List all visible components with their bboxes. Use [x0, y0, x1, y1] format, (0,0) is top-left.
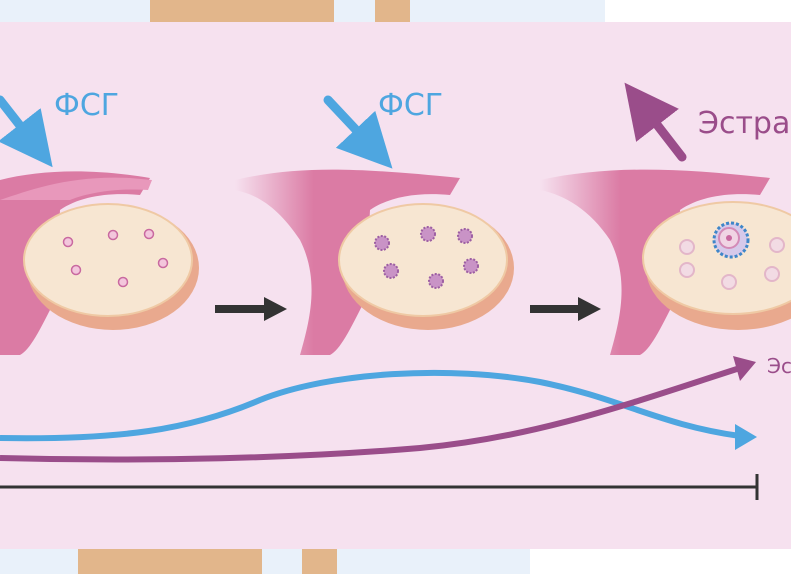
top-strip-tan-1	[150, 0, 334, 22]
estradiol-arrow-icon	[624, 82, 687, 162]
fsh-label-1: ФСГ	[54, 88, 119, 123]
stage-3-ovary-group	[540, 169, 791, 355]
follicle	[721, 274, 737, 290]
follicle	[457, 228, 473, 244]
follicle	[679, 262, 695, 278]
stage-1-ovary-group	[0, 171, 199, 355]
follicle	[70, 264, 82, 276]
ovary-3	[642, 201, 791, 315]
stage-1-follicles	[62, 228, 169, 288]
progress-arrow-icon	[530, 297, 601, 321]
follicle	[428, 273, 444, 289]
follicle	[62, 236, 74, 248]
fsh-arrow-icon	[323, 95, 393, 169]
follicle	[463, 258, 479, 274]
bottom-strip-tan-2	[302, 549, 337, 574]
estradiol-curve-label: Эс	[767, 354, 791, 378]
progress-arrow-icon	[215, 297, 287, 321]
stage-3-follicles	[679, 237, 785, 290]
follicle	[769, 237, 785, 253]
follicle	[143, 228, 155, 240]
follicle	[420, 226, 436, 242]
fsh-label-2: ФСГ	[378, 88, 443, 123]
fallopian-tube-1	[0, 171, 150, 355]
fsh-curve	[0, 369, 741, 442]
estradiol-label-top: Эстра	[698, 106, 790, 141]
dominant-follicle	[712, 221, 750, 259]
fsh-curve-arrowhead	[735, 424, 757, 450]
fimbriae-1	[0, 177, 152, 200]
follicle	[117, 276, 129, 288]
stage-2-follicles	[374, 226, 479, 289]
ovary-2	[338, 203, 508, 317]
bottom-strip-tan-1	[78, 549, 262, 574]
top-strip-tan-2	[375, 0, 410, 22]
follicle	[383, 263, 399, 279]
estradiol-curve-arrowhead	[733, 356, 756, 381]
follicle	[107, 229, 119, 241]
fsh-arrow-icon	[0, 95, 53, 168]
follicle	[157, 257, 169, 269]
follicle	[374, 235, 390, 251]
follicle	[679, 239, 695, 255]
follicle	[764, 266, 780, 282]
estradiol-curve	[0, 365, 741, 463]
